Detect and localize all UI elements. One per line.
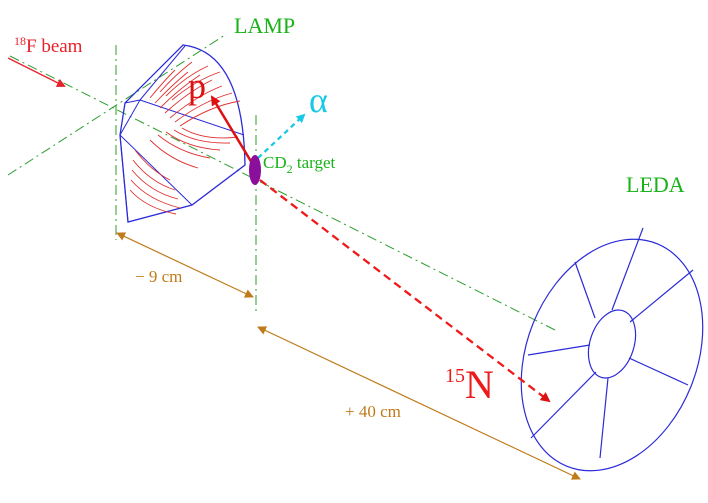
lamp-label: LAMP (234, 13, 295, 38)
leda-spoke-2 (629, 269, 694, 323)
lamp-divider-3 (119, 134, 193, 206)
alpha-label: α (309, 80, 328, 120)
leda-detector (520, 227, 704, 472)
beam-axis-line (9, 55, 556, 331)
nitrogen-label-sup: 15 (445, 365, 465, 387)
target-label-suffix: target (293, 153, 336, 172)
lamp-divider-2 (139, 99, 245, 136)
distance-lamp-label: − 9 cm (135, 267, 182, 286)
dimension-lamp-line (116, 232, 254, 298)
leda-spoke-5 (530, 371, 597, 439)
cd2-target (249, 155, 261, 185)
lamp-divider-1 (139, 45, 186, 101)
leda-spoke-4 (599, 377, 609, 459)
leda-spoke-3 (628, 357, 689, 386)
leda-spoke-6 (527, 344, 591, 356)
proton-label: p (188, 66, 206, 106)
leda-spoke-7 (574, 261, 596, 319)
lamp-detector (119, 44, 246, 223)
nitrogen-label: 15N (445, 362, 494, 407)
dimension-leda-line (257, 326, 581, 480)
lamp-strips-upper (149, 61, 241, 127)
target-label-sub: 2 (287, 162, 293, 176)
target-label: CD2 target (263, 153, 336, 176)
beam-label: 18F beam (14, 34, 83, 57)
beam-axis (7, 34, 556, 331)
leda-label: LEDA (626, 172, 685, 197)
lamp-divider-4 (119, 134, 129, 223)
beam-label-sup: 18 (14, 34, 26, 48)
nitrogen-label-text: N (465, 362, 494, 407)
beam-label-text: F beam (26, 36, 83, 57)
target-label-text: CD (263, 153, 287, 172)
nitrogen-arrow (259, 179, 551, 403)
leda-inner-ring (587, 309, 637, 379)
distance-leda-label: + 40 cm (345, 402, 401, 421)
proton-arrow (210, 95, 254, 164)
beam-arrow (7, 57, 66, 87)
lamp-outline (119, 44, 246, 223)
leda-outer-ring (520, 238, 704, 472)
lamp-strips-lower (129, 127, 239, 215)
leda-spoke-1 (611, 227, 644, 311)
alpha-arrow (257, 113, 306, 159)
